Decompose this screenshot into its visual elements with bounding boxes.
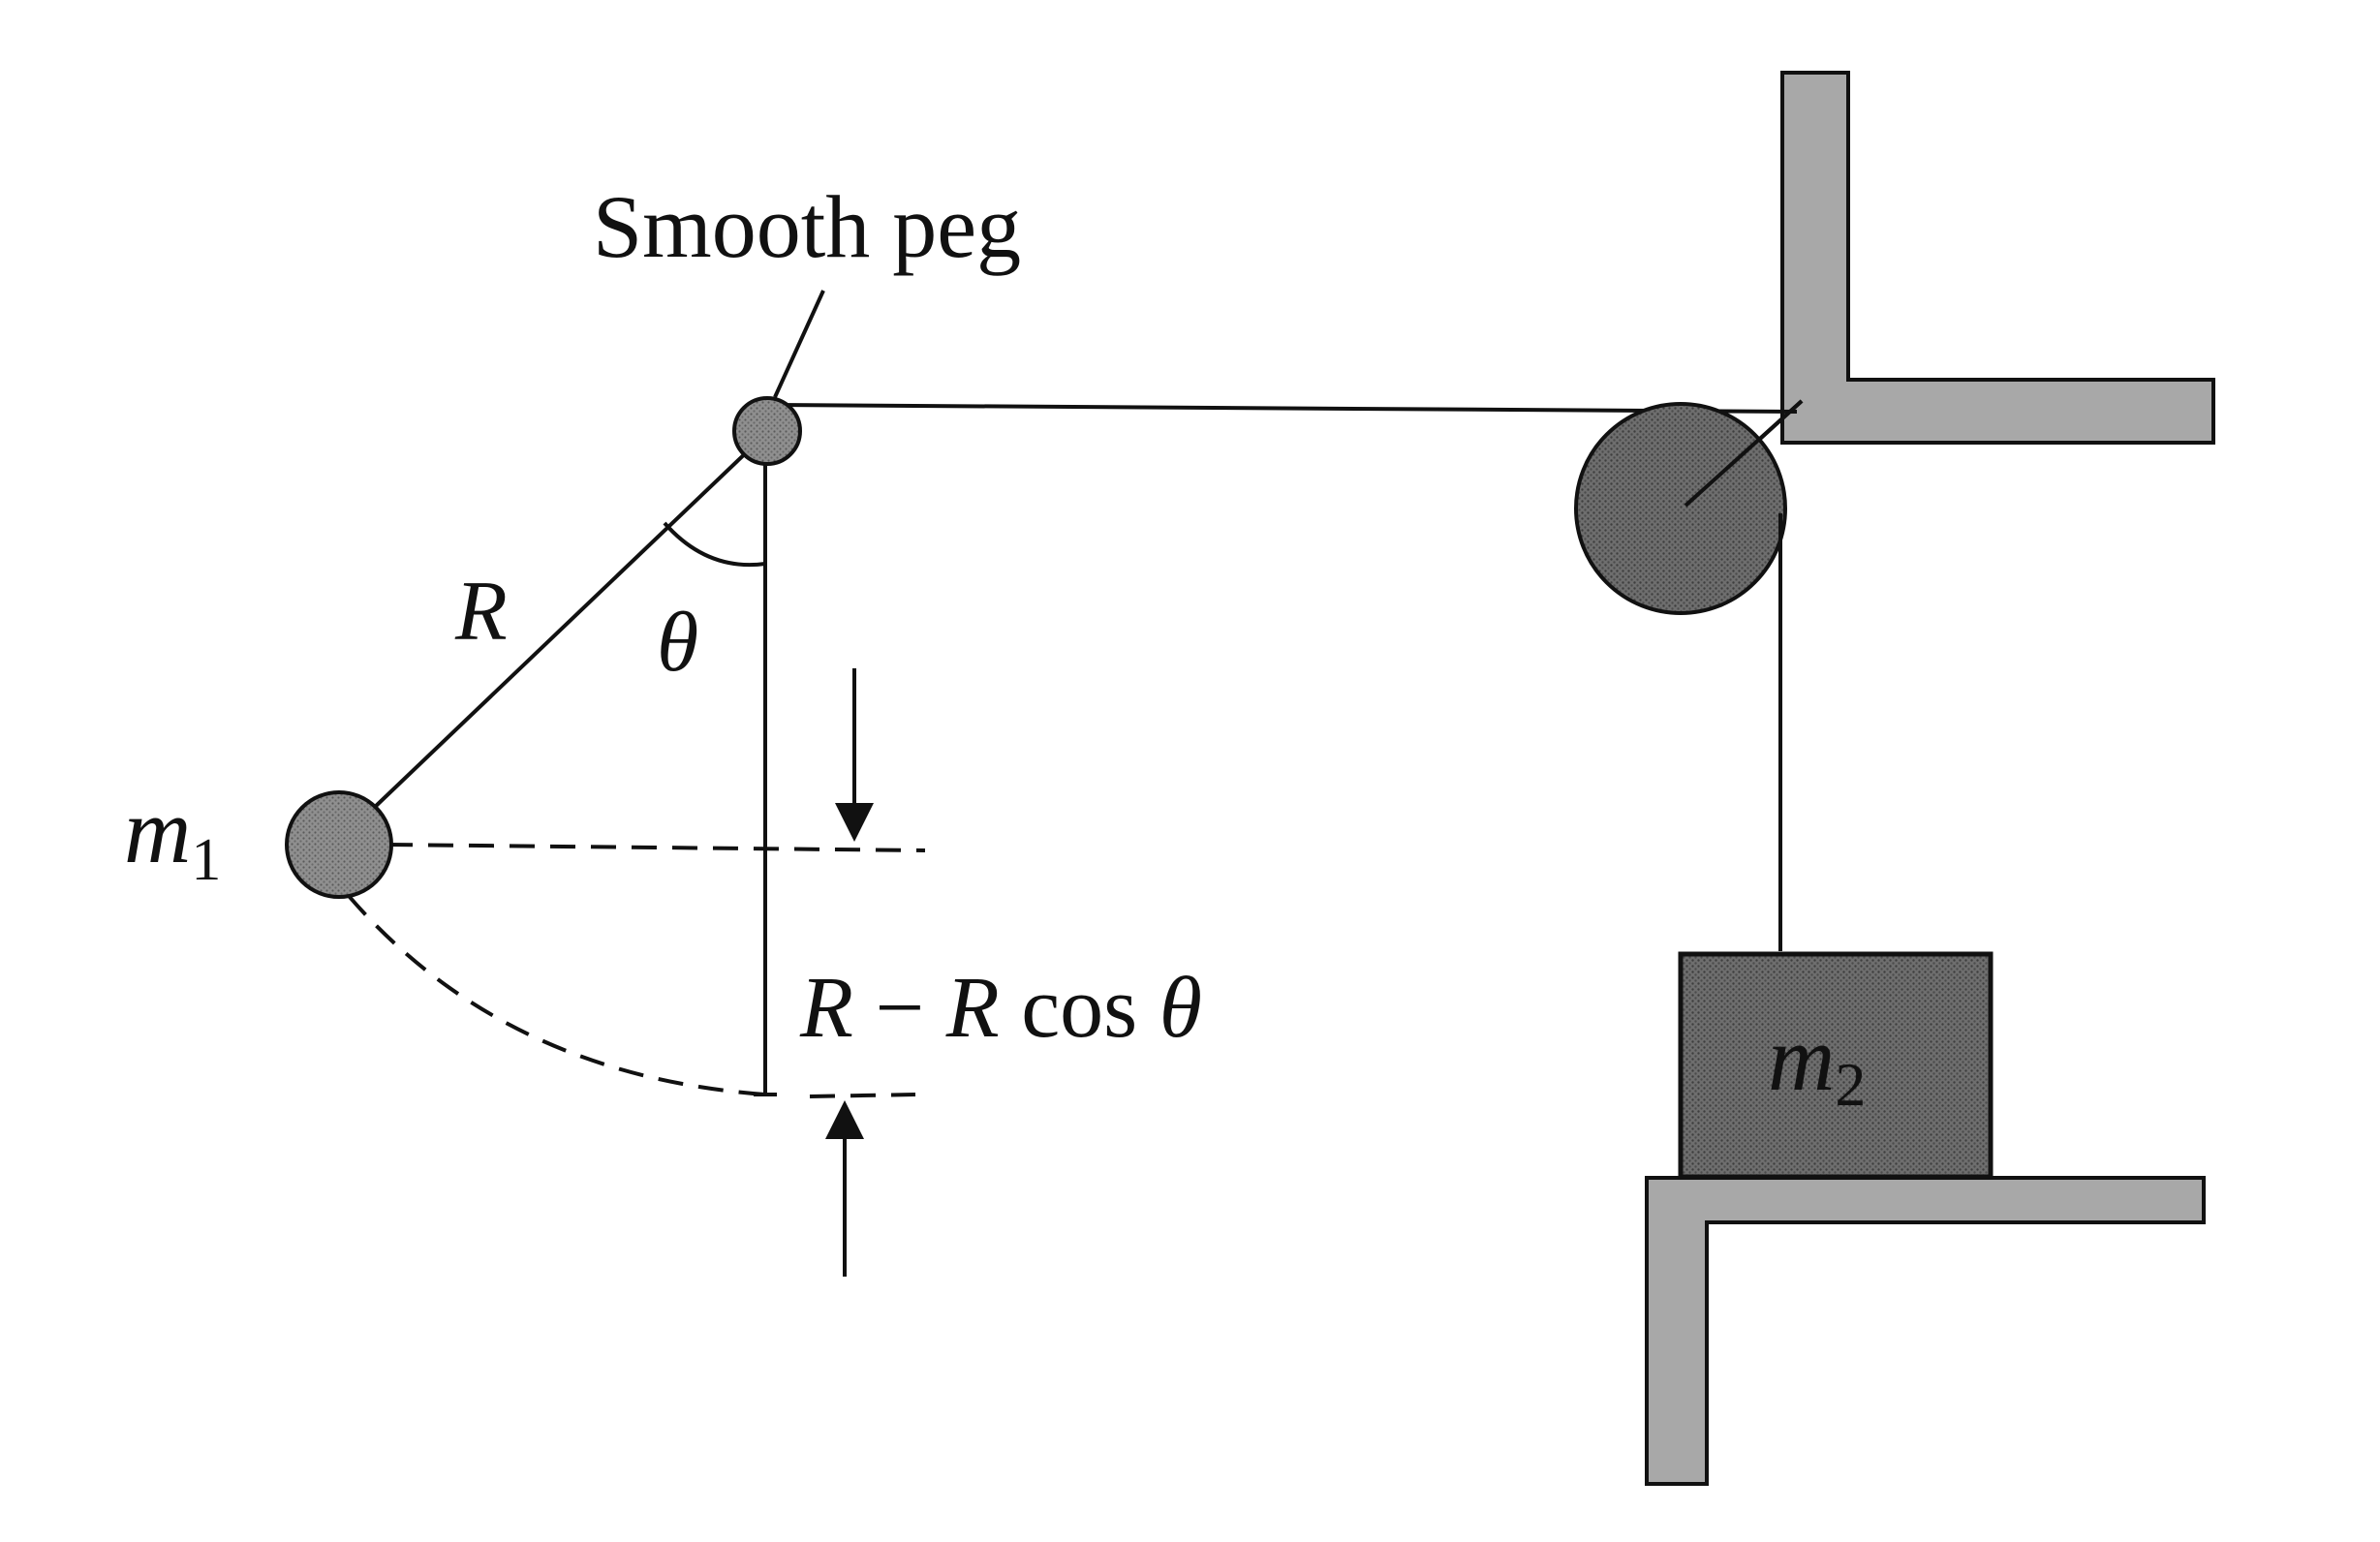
- pendulum-string: [371, 444, 756, 811]
- angle-arc: [663, 521, 766, 568]
- label-radius: R: [454, 565, 508, 659]
- upper-wall-bracket: [1780, 71, 2215, 445]
- label-theta: θ: [657, 596, 698, 690]
- mass-m1-ball: [285, 790, 393, 899]
- pulley-wheel: [1574, 402, 1787, 615]
- label-mass-m1: m1: [124, 779, 221, 893]
- string-horizontal: [774, 403, 1798, 414]
- dashed-swing-arc: [347, 894, 766, 1096]
- pulley-axle-front: [1684, 399, 1804, 508]
- dashed-level-m1: [386, 843, 926, 852]
- label-smooth-peg: Smooth peg: [593, 177, 1021, 276]
- label-height-expression: R − R cos θ: [799, 960, 1202, 1056]
- label-mass-m2: m2: [1768, 1006, 1866, 1119]
- block-m2: [1678, 951, 1994, 1180]
- dashed-level-bottom: [809, 1093, 916, 1098]
- smooth-peg: [732, 396, 802, 466]
- peg-pointer-line: [773, 290, 825, 398]
- lower-shelf-bracket: [1645, 1176, 2206, 1486]
